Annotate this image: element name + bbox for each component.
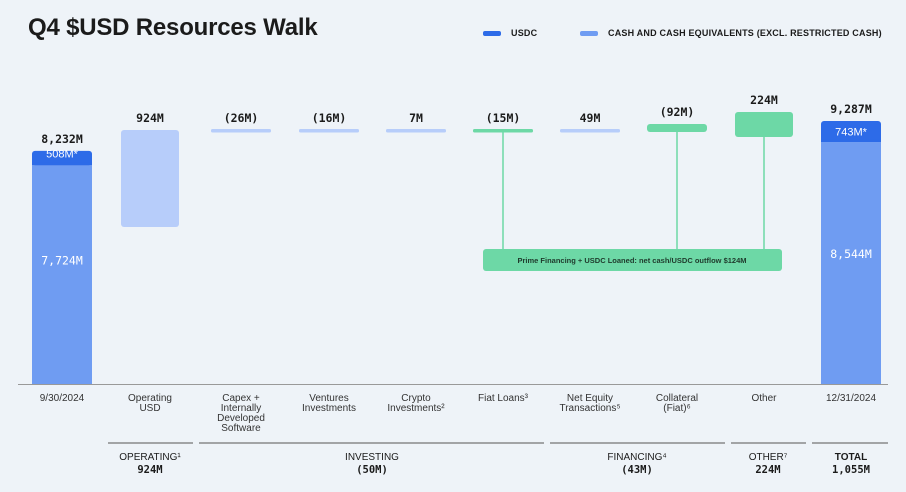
legend-swatch-cash [580, 30, 598, 36]
group-label-0: OPERATING¹ [119, 452, 181, 463]
x-tick-label-2-3: Software [221, 423, 261, 434]
x-tick-label-6-0: Net Equity [567, 393, 613, 404]
bar-start-cash-label: 7,724M [41, 254, 83, 268]
x-tick-label-0-0: 9/30/2024 [40, 393, 85, 404]
annotation-text: Prime Financing + USDC Loaned: net cash/… [518, 256, 747, 265]
bar-start-cash [32, 165, 92, 384]
x-tick-label-7-0: Collateral [656, 393, 698, 404]
x-tick-label-7-1: (Fiat)⁶ [663, 403, 690, 414]
bar-value-label-4: 7M [409, 111, 423, 125]
bar-change-2 [211, 129, 271, 133]
bar-end-value-label: 9,287M [830, 102, 872, 116]
annotation-box [483, 249, 782, 271]
bar-start-usdc-label: 508M* [46, 148, 79, 160]
bar-change-5 [473, 129, 533, 133]
bar-start-usdc-join [32, 162, 92, 166]
legend-item-cash: CASH AND CASH EQUIVALENTS (EXCL. RESTRIC… [580, 28, 882, 38]
group-value-1: (50M) [356, 464, 388, 476]
bar-end-usdc-join [821, 139, 881, 143]
bar-operating-value-label: 924M [136, 111, 164, 125]
bar-start-value-label: 8,232M [41, 132, 83, 146]
bar-other-value-label: 224M [750, 93, 778, 107]
x-tick-label-5-0: Fiat Loans³ [478, 393, 529, 404]
x-tick-label-2-2: Developed [217, 413, 265, 424]
group-label-2: FINANCING⁴ [607, 452, 666, 463]
bar-value-label-2: (26M) [224, 111, 259, 125]
x-tick-label-4-1: Investments² [387, 403, 445, 414]
bar-change-4 [386, 129, 446, 133]
x-tick-label-1-1: USD [139, 403, 160, 414]
group-value-3: 224M [755, 464, 780, 476]
bar-start-usdc [32, 150, 92, 166]
x-tick-label-3-1: Investments [302, 403, 356, 414]
x-tick-label-6-1: Transactions⁵ [559, 403, 620, 414]
legend-item-usdc: USDC [483, 28, 537, 38]
group-label-3: OTHER⁷ [749, 452, 788, 463]
legend-label-usdc: USDC [511, 28, 538, 38]
x-tick-label-2-1: Internally [221, 403, 262, 414]
group-value-4: 1,055M [832, 464, 870, 476]
x-tick-label-1-0: Operating [128, 393, 172, 404]
legend-swatch-usdc [483, 30, 501, 36]
bar-end-cash-label: 8,544M [830, 247, 872, 261]
bar-value-label-5: (15M) [486, 111, 521, 125]
group-label-1: INVESTING [345, 452, 399, 463]
x-tick-label-2-0: Capex + [222, 393, 260, 404]
legend-label-cash: CASH AND CASH EQUIVALENTS (EXCL. RESTRIC… [608, 28, 882, 38]
group-value-2: (43M) [621, 464, 653, 476]
bar-operating [121, 130, 179, 228]
page-title: Q4 $USD Resources Walk [28, 14, 318, 41]
bar-end-cash [821, 142, 881, 384]
bar-end-usdc-label: 743M* [835, 127, 868, 139]
bar-end-usdc [821, 120, 881, 143]
x-tick-label-9-0: 12/31/2024 [826, 393, 876, 404]
x-tick-label-4-0: Crypto [401, 393, 431, 404]
group-label-4: TOTAL [835, 452, 867, 463]
bar-collateral-value-label: (92M) [660, 105, 695, 119]
bar-other [735, 112, 793, 137]
bar-value-label-3: (16M) [312, 111, 347, 125]
x-tick-label-8-0: Other [751, 393, 777, 404]
group-value-0: 924M [137, 464, 162, 476]
bar-value-label-6: 49M [580, 111, 601, 125]
bar-collateral [647, 124, 707, 132]
bar-change-3 [299, 129, 359, 133]
bar-change-6 [560, 129, 620, 133]
x-tick-label-3-0: Ventures [309, 393, 348, 404]
